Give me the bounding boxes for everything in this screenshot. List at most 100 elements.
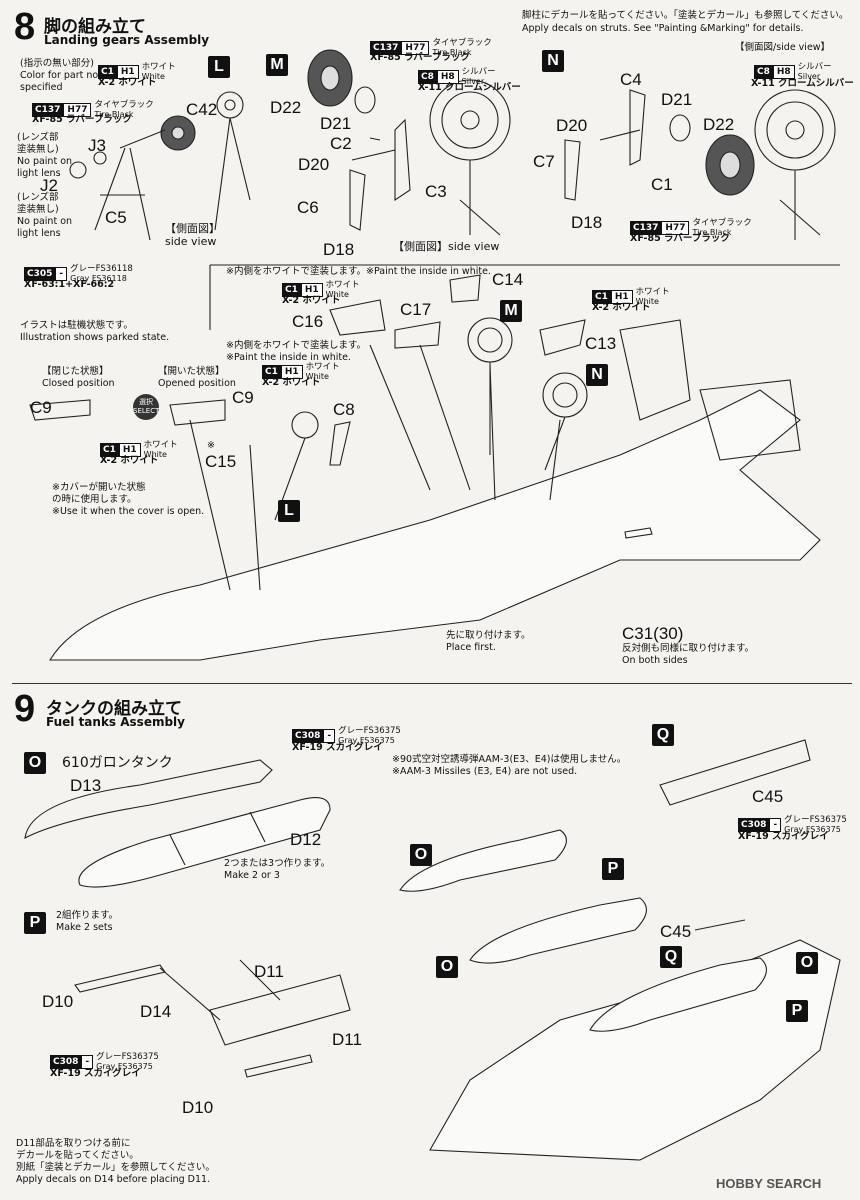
part-n-d21: D21 (661, 90, 693, 109)
make-sets-jp: 2組作ります。 (56, 910, 119, 921)
lens-note-j2: (レンズ部 塗装無し) No paint on light lens (17, 192, 72, 240)
paint-en: Gray FS36375 (338, 736, 395, 745)
paint-code: C8 (754, 65, 773, 79)
part-m-d20: D20 (298, 155, 330, 174)
place-first-note: 先に取り付けます。 Place first. (446, 630, 531, 654)
paint-jp: ホワイト (305, 362, 340, 372)
part-m-d21: D21 (320, 114, 352, 133)
paint-en: Gray FS36375 (96, 1062, 153, 1071)
paint-en: Silver (461, 77, 485, 86)
both-sides-jp: 反対側も同様に取り付けます。 (622, 643, 755, 654)
letter-o-3: O (796, 952, 818, 974)
step8-decal-note-jp: 脚柱にデカールを貼ってください。「塗装とデカール」も参照してください。 (522, 10, 849, 21)
part-c5: C5 (105, 208, 127, 227)
part-n-c1: C1 (651, 175, 673, 194)
gear-m-drawing (307, 49, 511, 236)
letter-l-assy: L (278, 500, 300, 522)
letter-o: O (24, 752, 46, 774)
paint-jp: シルバー (461, 67, 496, 77)
pylon-q-drawing (659, 739, 811, 806)
lens-jp1: (レンズ部 (17, 132, 59, 143)
part-m-d18: D18 (323, 240, 355, 259)
letter-n-assy: N (586, 364, 608, 386)
paint-code: C1 (262, 365, 281, 379)
part-c17: C17 (400, 300, 432, 319)
decal-jp2: デカールを貼ってください。 (16, 1150, 139, 1161)
select-jp: 選択 (139, 398, 153, 406)
paint-jp: タイヤブラック (692, 218, 752, 228)
cover-jp2: の時に使用します。 (52, 494, 137, 505)
part-n-d22: D22 (703, 115, 735, 134)
paint-tire-black-l-xf: XF-85 ラバーブラック (32, 114, 132, 125)
paint-jp: タイヤブラック (94, 100, 154, 110)
hobby-search-watermark: HOBBY SEARCH (716, 1176, 822, 1191)
paint-silver-n-xf: X-11 クロームシルバー (751, 78, 854, 89)
part-d11-top: D11 (254, 962, 284, 981)
part-m-c3: C3 (425, 182, 447, 201)
paint-gray-36375-top-xf: XF-19 スカイグレイ (292, 742, 383, 753)
part-c14: C14 (492, 270, 524, 289)
paint-en: Silver (797, 72, 821, 81)
paint-h: H1 (118, 443, 141, 457)
paint-code: C1 (98, 65, 117, 79)
paint-jp: グレーFS36375 (96, 1052, 159, 1062)
paint-h: - (769, 818, 782, 832)
paint-en: Gray FS36118 (70, 274, 127, 283)
paint-code: C137 (370, 41, 402, 55)
paint-h: H1 (610, 290, 633, 304)
inside-white-note-2: ※内側をホワイトで塗装します。 ※Paint the inside in whi… (226, 340, 366, 364)
paint-h: - (55, 267, 68, 281)
part-c45-q: C45 (752, 787, 784, 806)
decal-jp3: 別紙「塗装とデカール」を参照してください。 (16, 1162, 215, 1173)
paint-code: C1 (592, 290, 611, 304)
paint-code: C308 (50, 1055, 82, 1069)
closed-jp: 【閉じた状態】 (42, 366, 109, 377)
decal-en: Apply decals on D14 before placing D11. (16, 1174, 211, 1185)
paint-code: C308 (292, 729, 324, 743)
inside-white-en: ※Paint the inside in white. (226, 352, 351, 363)
select-badge: 選択 SELECT (133, 394, 159, 420)
part-d11-right: D11 (332, 1030, 362, 1049)
part-d10-left: D10 (42, 992, 74, 1011)
paint-jp: タイヤブラック (432, 38, 492, 48)
legend-en1: Color for part not (20, 70, 102, 81)
step9-title: タンクの組み立て (46, 699, 182, 719)
paint-code: C1 (282, 283, 301, 297)
make-2-sets-note: 2組作ります。 Make 2 sets (56, 910, 118, 934)
aam-note: ※90式空対空誘導弾AAM-3(E3、E4)は使用しません。 ※AAM-3 Mi… (392, 754, 626, 778)
part-c16: C16 (292, 312, 324, 331)
letter-p-2: P (786, 1000, 808, 1022)
paint-h: H1 (116, 65, 139, 79)
paint-en: Tire Black (692, 228, 732, 237)
aircraft-step8-drawing (29, 264, 840, 661)
cover-open-note: ※カバーが開いた状態 の時に使用します。 ※Use it when the co… (52, 482, 204, 518)
lens-en2: light lens (17, 228, 61, 239)
paint-h: - (323, 729, 336, 743)
legend-en2: specified (20, 82, 63, 93)
part-n-d18: D18 (571, 213, 603, 232)
paint-h: H1 (280, 365, 303, 379)
paint-jp: シルバー (797, 62, 832, 72)
lens-jp1: (レンズ部 (17, 192, 59, 203)
part-c9-closed: C9 (30, 398, 52, 417)
part-c9-opened: C9 (232, 388, 254, 407)
decal-jp1: D11部品を取りつける前に (16, 1138, 131, 1149)
decal-d14-note: D11部品を取りつける前に デカールを貼ってください。 別紙「塗装とデカール」を… (16, 1138, 215, 1186)
lens-en2: light lens (17, 168, 61, 179)
make-sets-en: Make 2 sets (56, 922, 113, 933)
paint-gray-36375-p-xf: XF-19 スカイグレイ (50, 1068, 141, 1079)
step8-title: 脚の組み立て (44, 17, 146, 37)
paint-en: White (305, 372, 329, 381)
paint-h: H8 (772, 65, 795, 79)
letter-l: L (208, 56, 230, 78)
legend-jp: (指示の無い部分) (20, 58, 94, 69)
side-view-l-en: side view (165, 235, 217, 248)
letter-o-2: O (436, 956, 458, 978)
letter-o-1: O (410, 844, 432, 866)
aam-en: ※AAM-3 Missiles (E3, E4) are not used. (392, 766, 578, 777)
